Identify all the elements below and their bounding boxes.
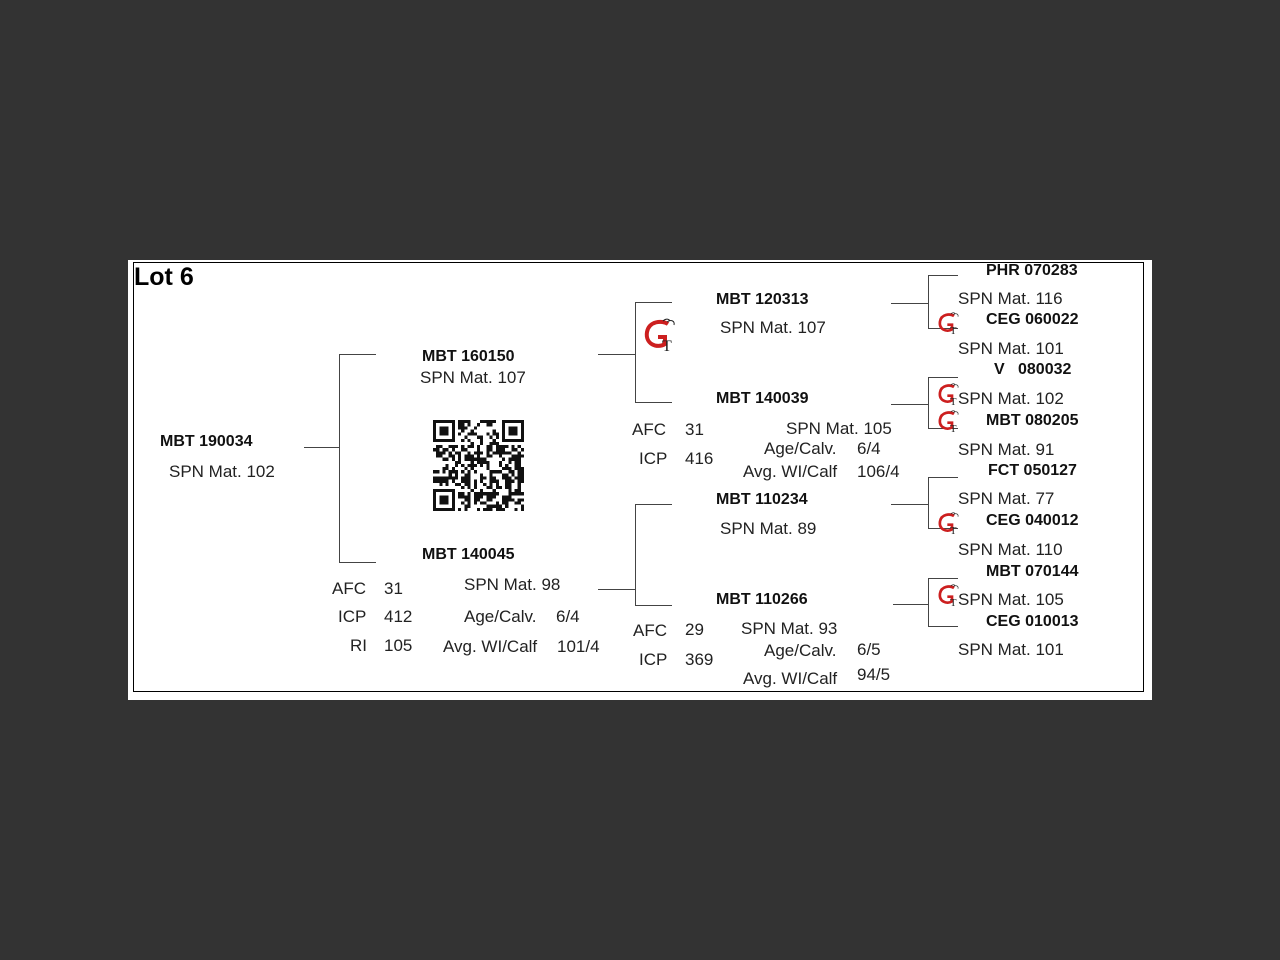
connector-line (598, 354, 635, 355)
dam-agecalv-value: 6/4 (556, 607, 580, 626)
connector-line (635, 605, 672, 606)
connector-line (635, 302, 636, 402)
genetic-trust-logo-icon: T (644, 318, 675, 354)
connector-line (928, 275, 958, 276)
svg-text:T: T (950, 326, 957, 336)
connector-line (635, 504, 672, 505)
dam-icp-value: 412 (384, 607, 413, 626)
connector-line (339, 562, 376, 563)
dss-spn: SPN Mat. 77 (958, 489, 1055, 508)
dam-afc-value: 31 (384, 579, 403, 598)
ss-spn: SPN Mat. 107 (720, 318, 826, 337)
ds-id: MBT 110234 (716, 491, 808, 508)
connector-line (635, 302, 672, 303)
dsd-spn: SPN Mat. 110 (958, 540, 1063, 559)
sire-id: MBT 160150 (422, 348, 515, 365)
connector-line (339, 354, 340, 562)
sd-avgwi-value: 106/4 (857, 462, 900, 481)
dam-ri-value: 105 (384, 636, 413, 655)
connector-line (635, 402, 672, 403)
dam-id: MBT 140045 (422, 546, 515, 563)
pedigree-frame (133, 262, 1144, 692)
sd-afc-value: 31 (685, 420, 704, 439)
sd-icp-value: 416 (685, 449, 714, 468)
dd-agecalv-value: 6/5 (857, 640, 881, 659)
ddd-spn: SPN Mat. 101 (958, 640, 1064, 659)
ssd-spn: SPN Mat. 101 (958, 339, 1064, 358)
sd-icp-label: ICP (639, 449, 668, 468)
dd-avgwi-label: Avg. WI/Calf (743, 669, 838, 688)
dd-icp-label: ICP (639, 650, 668, 669)
sd-avgwi-label: Avg. WI/Calf (743, 462, 838, 481)
sdd-id: MBT 080205 (986, 412, 1079, 429)
dds-id: MBT 070144 (986, 563, 1079, 580)
connector-line (891, 404, 928, 405)
svg-text:T: T (950, 424, 957, 434)
dam-icp-label: ICP (338, 607, 367, 626)
sd-afc-label: AFC (632, 420, 666, 439)
dam-spn: SPN Mat. 98 (464, 575, 561, 594)
dsd-id: CEG 040012 (986, 512, 1079, 529)
qr-code-icon (433, 420, 524, 511)
connector-line (928, 477, 929, 528)
genetic-trust-logo-icon: T (938, 410, 959, 434)
ssd-id: CEG 060022 (986, 311, 1079, 328)
sds-id: V 080032 (994, 361, 1072, 378)
dd-spn: SPN Mat. 93 (741, 619, 838, 638)
svg-text:T: T (950, 598, 957, 608)
dds-spn: SPN Mat. 105 (958, 590, 1064, 609)
dam-avgwi-value: 101/4 (557, 637, 600, 656)
sd-spn: SPN Mat. 105 (786, 419, 892, 438)
connector-line (928, 377, 958, 378)
connector-line (928, 377, 929, 428)
dd-agecalv-label: Age/Calv. (764, 641, 837, 660)
connector-line (928, 578, 958, 579)
connector-line (928, 275, 929, 328)
dam-avgwi-label: Avg. WI/Calf (443, 637, 538, 656)
dam-afc-label: AFC (332, 579, 366, 598)
dd-avgwi-value: 94/5 (857, 665, 891, 684)
sd-agecalv-label: Age/Calv. (764, 439, 837, 458)
sd-agecalv-value: 6/4 (857, 439, 881, 458)
connector-line (891, 504, 928, 505)
connector-line (339, 354, 376, 355)
subject-spn: SPN Mat. 102 (169, 462, 275, 481)
sss-id: PHR 070283 (986, 262, 1078, 279)
dam-ri-label: RI (350, 636, 367, 655)
dd-icp-value: 369 (685, 650, 714, 669)
sd-id: MBT 140039 (716, 390, 809, 407)
sss-spn: SPN Mat. 116 (958, 289, 1063, 308)
genetic-trust-logo-icon: T (938, 584, 959, 608)
genetic-trust-logo-icon: T (938, 512, 959, 536)
sdd-spn: SPN Mat. 91 (958, 440, 1055, 459)
connector-line (928, 578, 929, 626)
connector-line (635, 504, 636, 605)
subject-id: MBT 190034 (160, 433, 253, 450)
connector-line (304, 447, 339, 448)
pedigree-card (128, 260, 1152, 700)
dam-agecalv-label: Age/Calv. (464, 607, 537, 626)
svg-text:T: T (950, 526, 957, 536)
svg-text:T: T (662, 338, 672, 354)
genetic-trust-logo-icon: T (938, 312, 959, 336)
svg-text:T: T (950, 397, 957, 407)
sire-spn: SPN Mat. 107 (420, 368, 526, 387)
ds-spn: SPN Mat. 89 (720, 519, 817, 538)
ss-id: MBT 120313 (716, 291, 809, 308)
dd-afc-label: AFC (633, 621, 667, 640)
connector-line (928, 626, 958, 627)
lot-title: Lot 6 (134, 263, 194, 291)
dd-id: MBT 110266 (716, 591, 808, 608)
ddd-id: CEG 010013 (986, 613, 1079, 630)
connector-line (893, 604, 928, 605)
dd-afc-value: 29 (685, 620, 704, 639)
connector-line (891, 303, 928, 304)
sds-spn: SPN Mat. 102 (958, 389, 1064, 408)
connector-line (598, 589, 635, 590)
genetic-trust-logo-icon: T (938, 383, 959, 407)
connector-line (928, 477, 958, 478)
dss-id: FCT 050127 (988, 462, 1077, 479)
